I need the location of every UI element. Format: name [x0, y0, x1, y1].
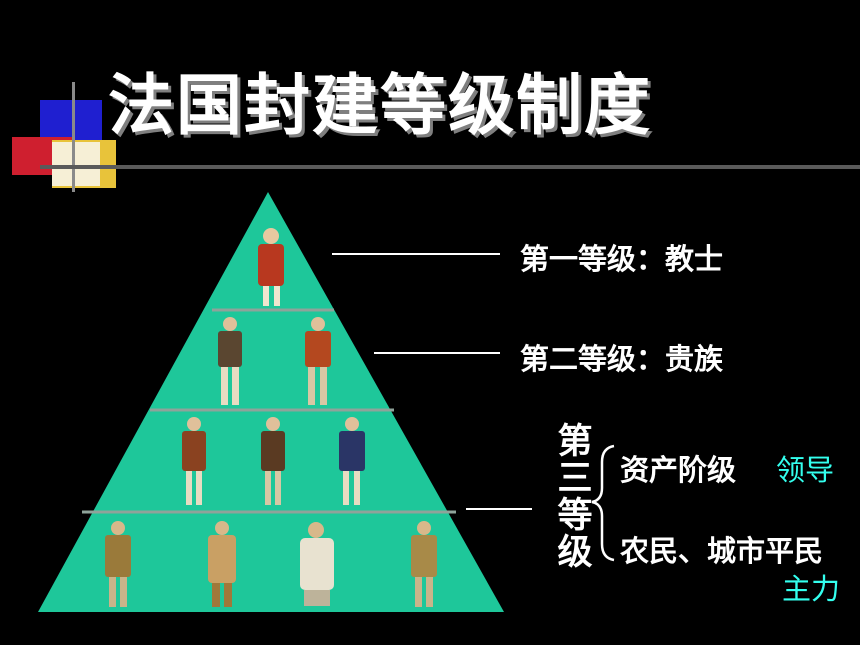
first-estate-label: 第一等级：教士	[520, 242, 724, 276]
peasant-figure-1	[105, 521, 131, 607]
bourgeoisie-label: 资产阶级	[620, 453, 737, 487]
clergy-figure	[258, 228, 284, 306]
title-underline	[40, 165, 860, 169]
peasant-figure-4	[411, 521, 437, 607]
third-estate-char: 三	[557, 459, 593, 499]
bourgeois-figure-2	[261, 417, 285, 505]
second-estate-label: 第二等级：贵族	[520, 342, 724, 376]
pyramid-body	[38, 192, 504, 612]
third-estate-char: 级	[557, 533, 593, 573]
brace-icon	[591, 444, 615, 562]
decor-vertical-line	[72, 82, 75, 192]
third-estate-char: 等	[557, 496, 593, 536]
peasant-figure-2	[208, 521, 236, 607]
bourgeois-figure-3	[339, 417, 365, 505]
peasants-label: 农民、城市平民	[620, 534, 824, 568]
decor-cream-square	[52, 142, 100, 186]
third-estate-label: 第 三 等 级	[556, 424, 594, 572]
noble-figure-2	[305, 317, 331, 405]
third-estate-char: 第	[557, 422, 593, 462]
bourgeoisie-role: 领导	[776, 453, 835, 487]
bourgeois-figure-1	[182, 417, 206, 505]
peasant-figure-3	[300, 522, 334, 606]
peasants-role: 主力	[782, 572, 841, 606]
slide-title: 法国封建等级制度	[108, 67, 652, 144]
noble-figure-1	[218, 317, 242, 405]
